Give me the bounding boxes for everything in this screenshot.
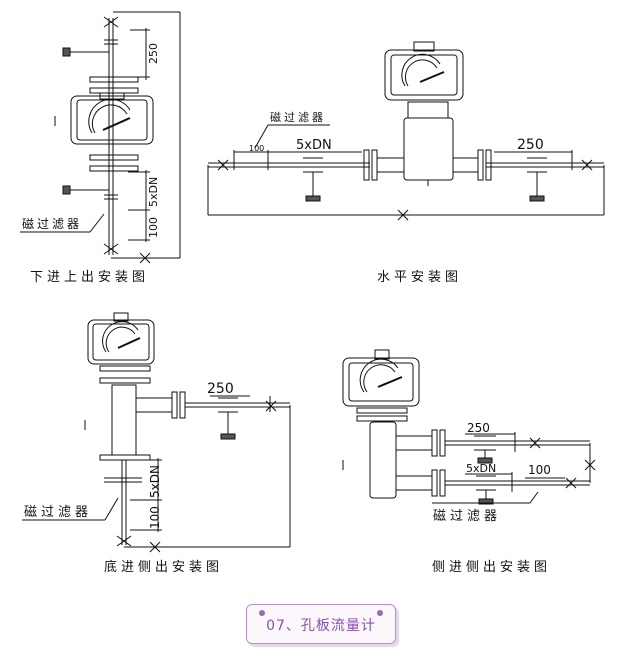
diagram-bottom-in-side-out — [22, 312, 291, 553]
caption-horizontal: 水平安装图 — [377, 270, 463, 285]
dim-100-d4: 100 — [528, 463, 551, 477]
badge-dot-left — [259, 610, 265, 616]
dim-250-d4: 250 — [467, 421, 490, 435]
badge-dot-right — [377, 610, 383, 616]
caption-bottom-in-side-out: 底进侧出安装图 — [104, 560, 224, 575]
filter-label-d3: 磁过滤器 — [24, 505, 92, 520]
filter-label-d1: 磁过滤器 — [22, 216, 82, 231]
dim-250-d3: 250 — [207, 381, 234, 397]
dim-250-d2: 250 — [517, 137, 544, 153]
dim-5xdn-d3: 5xDN — [148, 465, 162, 498]
dim-5xdn-d4: 5xDN — [466, 462, 496, 475]
caption-bottom-in-top-out: 下进上出安装图 — [30, 270, 150, 285]
badge-title: 07、孔板流量计 — [266, 618, 376, 634]
dim-100-d1: 100 — [147, 217, 160, 238]
filter-label-d2: 磁过滤器 — [270, 111, 326, 124]
caption-side-in-side-out: 侧进侧出安装图 — [432, 560, 552, 575]
dim-250-d1: 250 — [147, 43, 160, 64]
diagram-side-in-side-out — [342, 349, 596, 505]
dim-100-d3: 100 — [148, 506, 162, 529]
diagram-bottom-in-top-out — [20, 11, 181, 264]
filter-label-d4: 磁过滤器 — [433, 509, 501, 524]
product-badge[interactable]: 07、孔板流量计 — [246, 604, 396, 644]
dim-5xdn-d1: 5xDN — [147, 177, 160, 207]
diagram-horizontal — [207, 41, 605, 221]
diagram-labels: 250 5xDN 100 磁过滤器 磁过滤器 100 5xDN 250 250 … — [22, 43, 551, 529]
dim-100-d2: 100 — [249, 144, 264, 153]
dim-5xdn-d2: 5xDN — [296, 138, 332, 153]
